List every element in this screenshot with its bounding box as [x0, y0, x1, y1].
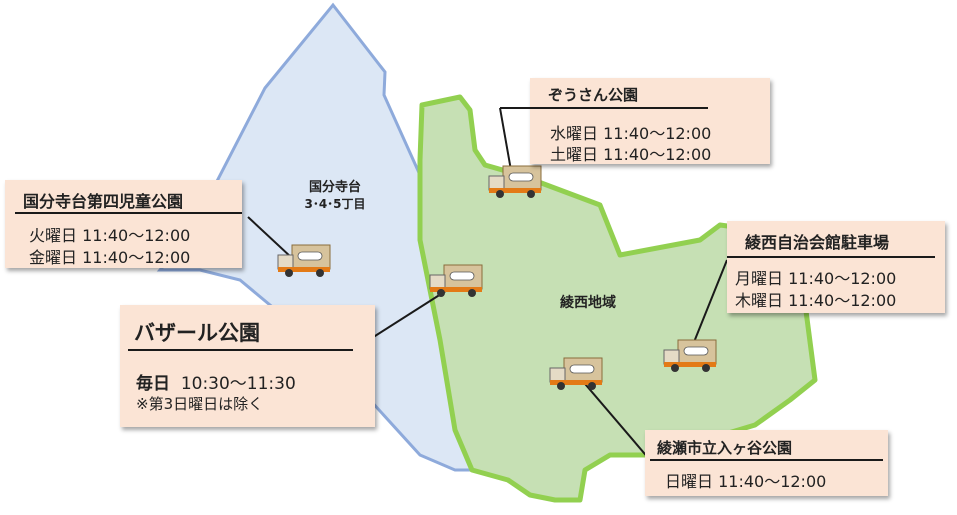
truck-icon: [277, 244, 331, 277]
schedule-line: 水曜日 11:40～12:00: [550, 124, 712, 143]
truck-icon: [429, 264, 483, 297]
truck-icon: [663, 339, 717, 372]
bazaar-day: 毎日: [136, 374, 170, 394]
title-underline: [650, 459, 883, 461]
schedule-line: 火曜日 11:40～12:00: [29, 226, 191, 245]
schedule-line: 毎日 10:30～11:30: [136, 369, 296, 394]
stop-title: バザール公園: [134, 321, 260, 345]
schedule-line: 月曜日 11:40～12:00: [735, 269, 897, 288]
stop-title: 綾瀬市立入ヶ谷公園: [657, 439, 793, 457]
title-underline: [727, 256, 935, 258]
kokubunjidai-name: 国分寺台: [308, 180, 361, 195]
schedule-line: 土曜日 11:40～12:00: [550, 145, 712, 164]
kokubunjidai-sub: 3･4･5丁目: [304, 197, 366, 211]
stop-box-ayase-park: 綾瀬市立入ヶ谷公園 日曜日 11:40～12:00: [645, 430, 888, 496]
leader-line-ryosai: [689, 259, 728, 353]
title-underline: [500, 107, 708, 109]
stop-title: ぞうさん公園: [548, 86, 639, 104]
stop-box-ryosai-parking: 綾西自治会館駐車場 月曜日 11:40～12:00 木曜日 11:40～12:0…: [727, 221, 945, 313]
schedule-line: 日曜日 11:40～12:00: [665, 472, 827, 491]
stop-box-kokubunjidai-park: 国分寺台第四児童公園 火曜日 11:40～12:00 金曜日 11:40～12:…: [5, 180, 242, 268]
stop-title: 綾西自治会館駐車場: [745, 233, 890, 252]
title-underline: [15, 212, 242, 214]
leader-line-zousan: [499, 107, 513, 177]
title-underline: [128, 349, 353, 351]
ryosai-label: 綾西地域: [560, 295, 616, 311]
stop-title: 国分寺台第四児童公園: [23, 192, 184, 211]
truck-icon: [488, 165, 542, 198]
stop-box-zousan-park: ぞうさん公園 水曜日 11:40～12:00 土曜日 11:40～12:00: [530, 78, 770, 164]
schedule-line: 金曜日 11:40～12:00: [29, 248, 191, 267]
leader-line-kokubunjidai: [247, 216, 293, 259]
kokubunjidai-label: 国分寺台 3･4･5丁目: [285, 176, 385, 212]
bazaar-note: ※第3日曜日は除く: [136, 395, 264, 413]
truck-icon: [549, 357, 603, 390]
bazaar-time: 10:30～11:30: [180, 374, 296, 394]
schedule-line: 木曜日 11:40～12:00: [735, 291, 897, 310]
stop-box-bazaar-park: バザール公園 毎日 10:30～11:30 ※第3日曜日は除く: [120, 305, 375, 427]
